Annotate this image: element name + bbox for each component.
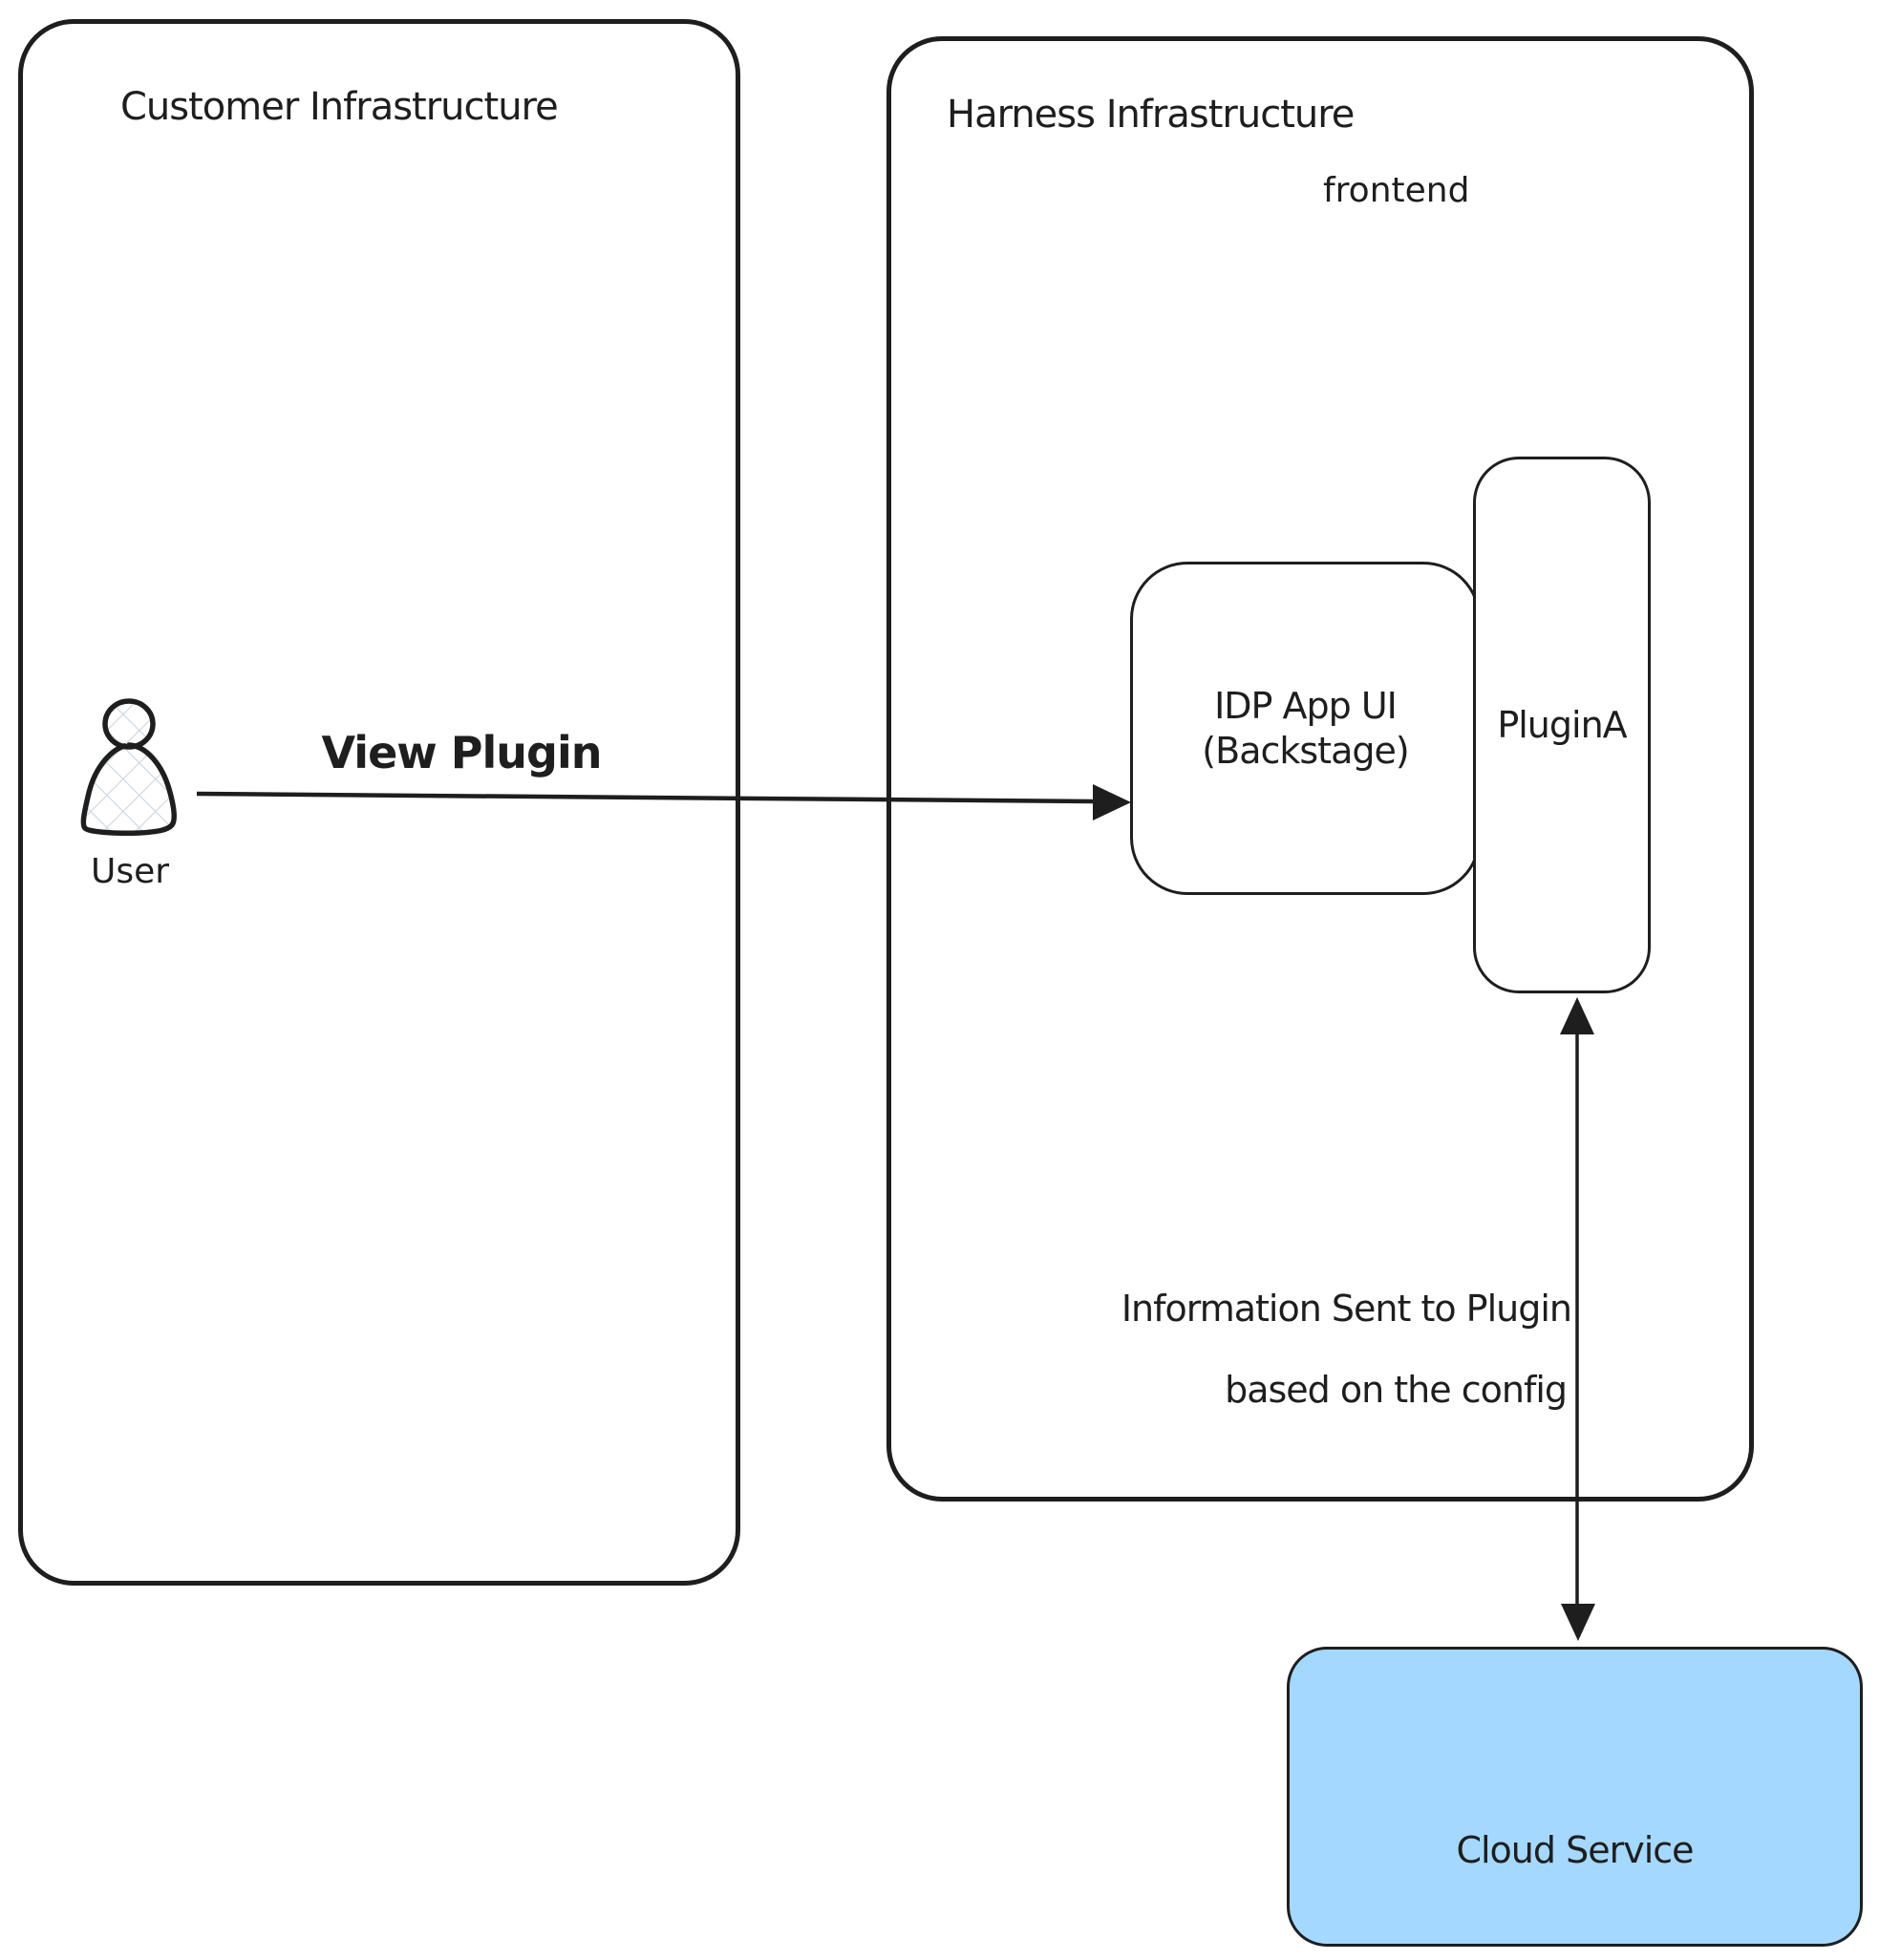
user-icon xyxy=(80,698,177,836)
plugin-a-label: PluginA xyxy=(1497,703,1627,746)
info-edge-label-line2: based on the config xyxy=(1225,1369,1568,1411)
idp-node-label-line2: (Backstage) xyxy=(1202,729,1409,772)
cloud-service-node xyxy=(1287,1647,1863,1947)
frontend-label: frontend xyxy=(1323,171,1470,210)
harness-infrastructure-title: Harness Infrastructure xyxy=(947,93,1355,137)
view-plugin-edge-label: View Plugin xyxy=(321,727,603,778)
cloud-service-label: Cloud Service xyxy=(1456,1829,1694,1871)
customer-infrastructure-title: Customer Infrastructure xyxy=(120,85,559,129)
idp-app-ui-node: IDP App UI (Backstage) xyxy=(1130,562,1481,895)
user-icon-body xyxy=(80,742,177,836)
harness-infrastructure-box xyxy=(886,36,1754,1502)
plugin-a-node: PluginA xyxy=(1473,457,1651,993)
user-icon-head xyxy=(102,698,156,750)
idp-node-label-line1: IDP App UI xyxy=(1214,684,1398,727)
arrowhead-down-icon xyxy=(1561,1604,1595,1641)
user-label: User xyxy=(90,852,170,891)
info-edge-label-line1: Information Sent to Plugin xyxy=(1121,1288,1572,1330)
